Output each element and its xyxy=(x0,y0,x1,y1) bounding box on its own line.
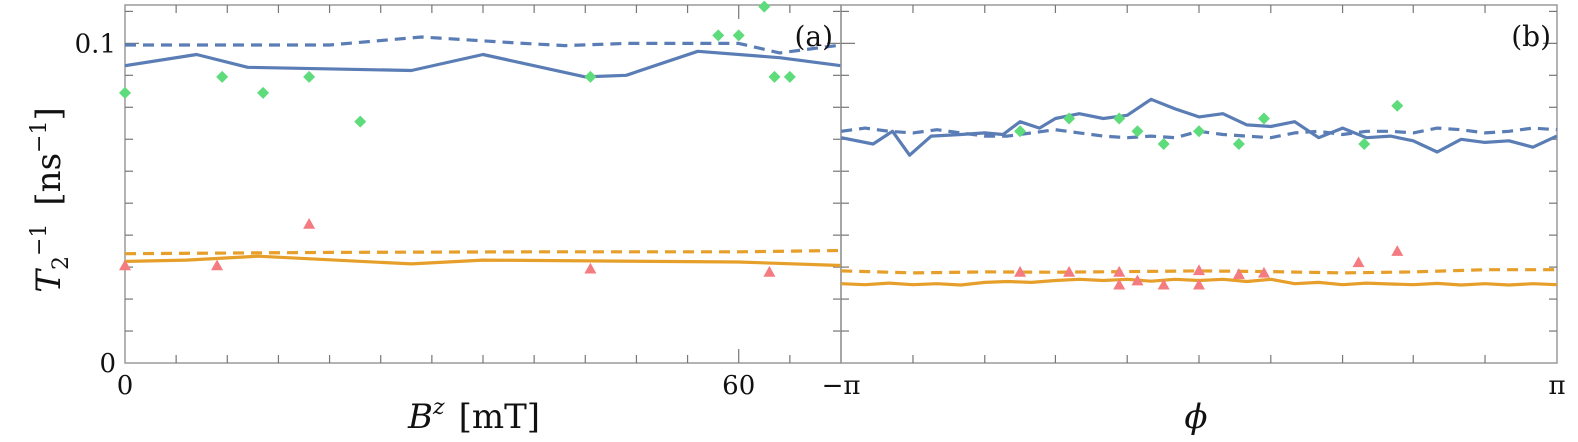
panel-b-diamond-point xyxy=(1358,138,1371,151)
panel-b-frame xyxy=(840,4,1558,364)
panel-b-diamond-point xyxy=(1257,112,1270,125)
panel-b: −π π (b) xyxy=(822,4,1566,401)
panel-a-diamond-point xyxy=(216,70,229,83)
panel-a-x-axis-label: Bz[mT] xyxy=(407,395,540,437)
panel-a-diamond-point xyxy=(584,70,597,83)
panel-b-tick-labels: −π π xyxy=(822,371,1566,401)
panel-b-triangle-point xyxy=(1131,274,1144,286)
panel-b-series xyxy=(840,97,1558,290)
panel-b-x-axis-label: ϕ xyxy=(1184,397,1207,437)
panel-b-triangle-point xyxy=(1391,245,1404,256)
panel-a-triangle-point xyxy=(211,259,224,271)
panel-b-series-dashed-line xyxy=(841,268,1557,275)
panel-a-triangle-point xyxy=(763,265,776,277)
panel-b-triangle-point xyxy=(1193,264,1205,276)
panel-a-diamond-point xyxy=(303,70,316,83)
panel-a-diamond-point xyxy=(768,70,781,83)
panel-b-triangle-point xyxy=(1257,266,1270,278)
panel-b-label: (b) xyxy=(1511,20,1551,53)
panel-b-triangle-point xyxy=(1232,268,1245,279)
panel-b-diamond-point xyxy=(1014,125,1027,138)
panel-b-diamond-point xyxy=(1232,138,1245,151)
panel-b-triangle-point xyxy=(1352,256,1365,268)
panel-a-triangle-point xyxy=(584,262,597,274)
panel-b-triangle-point xyxy=(1113,278,1126,290)
panel-a-diamond-point xyxy=(119,86,131,99)
panel-a-diamond-point xyxy=(257,86,270,99)
panel-b-diamond-point xyxy=(1193,125,1205,138)
panel-b-diamond-point xyxy=(1131,125,1144,138)
panel-b-x-tick-label: π xyxy=(1548,371,1565,401)
panel-a-label: (a) xyxy=(794,20,833,53)
panel-a-diamond-point xyxy=(783,70,796,83)
y-axis-label: T2−1[ns−1] xyxy=(27,107,74,292)
panel-b-diamond-point xyxy=(1391,99,1404,112)
panel-a-triangle-point xyxy=(119,259,131,271)
panel-a-diamond-point xyxy=(712,29,725,42)
panel-b-series-solid-line xyxy=(840,97,1558,157)
panel-a-series-solid-line xyxy=(124,254,842,268)
panel-a-x-tick-label: 60 xyxy=(722,371,755,401)
panel-a-diamond-point xyxy=(354,115,367,128)
svg-text:Bz[mT]: Bz[mT] xyxy=(407,395,540,437)
panel-a-series xyxy=(119,0,842,277)
panel-b-triangle-point xyxy=(1193,278,1205,290)
panel-a-y-tick-label: 0 xyxy=(99,349,116,379)
panel-a-series-dashed-line xyxy=(125,35,842,55)
panel-a-series-dashed-line xyxy=(124,248,842,256)
panel-a: 0 60 0 0.1 (a) xyxy=(75,0,842,401)
panel-a-diamond-point xyxy=(732,29,745,42)
panel-b-triangle-point xyxy=(1014,265,1027,277)
panel-b-triangle-point xyxy=(1063,265,1076,277)
panel-a-y-tick-label: 0.1 xyxy=(75,29,116,59)
panel-a-series-solid-line xyxy=(124,49,842,79)
panel-a-tick-labels: 0 60 0 0.1 xyxy=(75,29,756,401)
panel-b-ticks xyxy=(841,5,1557,363)
panel-b-diamond-point xyxy=(1113,112,1126,125)
panel-a-ticks xyxy=(125,5,841,363)
panel-b-diamond-point xyxy=(1063,112,1076,125)
panel-b-triangle-point xyxy=(1113,265,1126,277)
panel-a-frame xyxy=(124,4,842,364)
panel-a-diamond-point xyxy=(758,0,771,13)
panel-a-x-tick-label: 0 xyxy=(117,371,134,401)
panel-b-triangle-point xyxy=(1157,278,1170,290)
panel-b-diamond-point xyxy=(1157,138,1170,151)
svg-text:T2−1[ns−1]: T2−1[ns−1] xyxy=(27,107,74,292)
panel-a-triangle-point xyxy=(303,217,316,229)
panel-b-x-tick-label: −π xyxy=(822,371,861,401)
